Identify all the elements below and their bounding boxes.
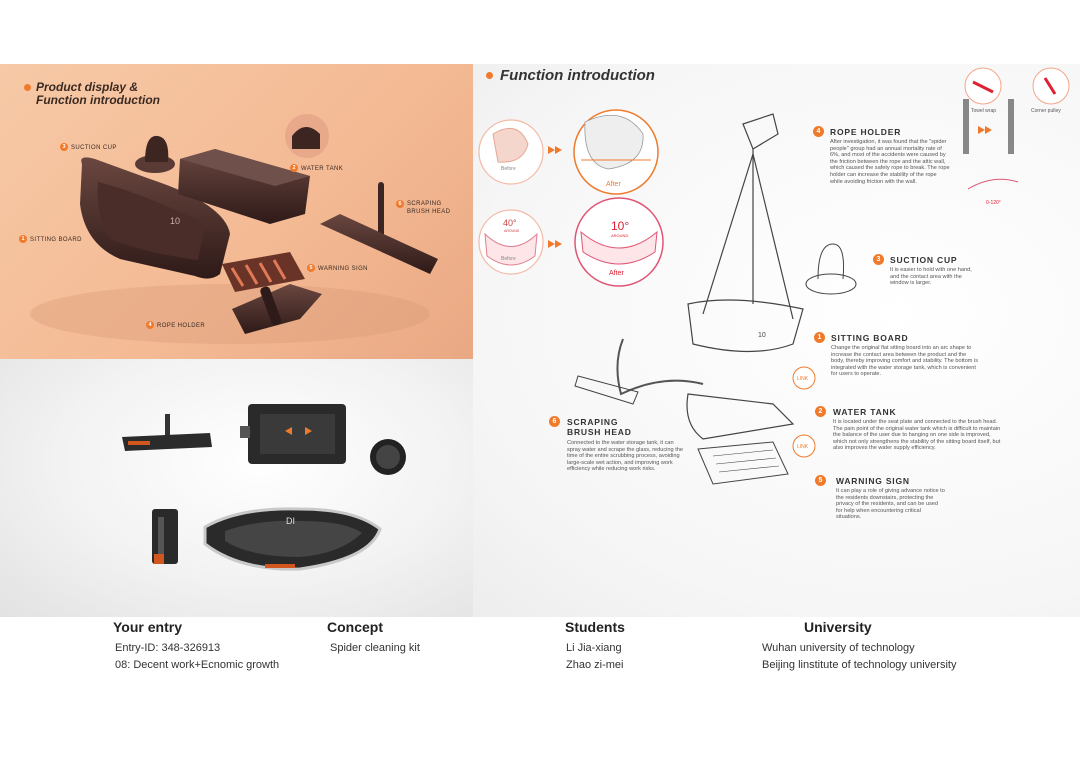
footer-concept-line1: Spider cleaning kit <box>330 642 420 654</box>
footer-entry-heading: Your entry <box>113 619 182 635</box>
diagram-angle-1-sub: AROUND <box>504 229 520 233</box>
label-scraping: SCRAPING <box>407 201 442 207</box>
label-num-water-tank: 2 <box>290 164 298 172</box>
render-seat-mark: DI <box>286 516 295 526</box>
section-num-scraping-brush: 6 <box>549 416 560 427</box>
diagram-angle-2-sub: AROUND <box>611 233 628 238</box>
function-diagram: Before After 40° AROUND Before 10° AROUN… <box>478 67 1070 485</box>
label-num-warning-sign: 5 <box>307 264 315 272</box>
section-num-suction-cup: 3 <box>873 254 884 265</box>
bullet-dot <box>486 72 493 79</box>
diagram-before-1: Before <box>501 166 516 172</box>
product-display-title-line1: Product display & <box>36 80 139 94</box>
section-body-scraping-brush: Connected to the water storage tank, it … <box>567 440 683 473</box>
product-render-panel <box>0 359 473 617</box>
diagram-link-2: LINK <box>797 444 809 450</box>
footer-student-1: Li Jia-xiang <box>566 642 622 654</box>
section-num-water-tank: 2 <box>815 406 826 417</box>
diagram-angle-2: 10° <box>611 219 629 233</box>
footer-entry-line1: Entry-ID: 348-326913 <box>115 642 221 654</box>
function-introduction-title: Function introduction <box>500 67 655 84</box>
diagram-corner-pulley: Corner pulley <box>1031 108 1061 114</box>
section-title-sitting-board: SITTING BOARD <box>831 333 909 343</box>
footer-university-2: Beijing linstitute of technology univers… <box>762 659 957 671</box>
footer-university-1: Wuhan university of technology <box>762 642 915 654</box>
sitting-board-mark: 10 <box>170 216 180 226</box>
diagram-before-2: Before <box>501 256 516 262</box>
label-suction-cup: SUCTION CUP <box>71 145 117 151</box>
diagram-angle-range: 0-120° <box>986 200 1001 206</box>
section-body-rope-holder: After investigation, it was found that t… <box>830 139 950 185</box>
diagram-after-2: After <box>609 270 624 277</box>
section-title-warning-sign: WARNING SIGN <box>836 476 910 486</box>
warning-sign-stripes <box>222 252 305 292</box>
label-brush-head: BRUSH HEAD <box>407 209 451 215</box>
diagram-link-1: LINK <box>797 376 809 382</box>
section-body-water-tank: It is located under the seat plate and c… <box>833 419 1001 452</box>
section-num-rope-holder: 4 <box>813 126 824 137</box>
label-warning-sign: WARNING SIGN <box>318 266 368 272</box>
label-num-sitting-board: 1 <box>19 235 27 243</box>
section-num-warning-sign: 5 <box>815 475 826 486</box>
diagram-after-1: After <box>606 181 621 188</box>
section-title-brush-head: BRUSH HEAD <box>567 427 632 437</box>
footer-student-2: Zhao zi-mei <box>566 659 624 671</box>
label-num-suction-cup: 3 <box>60 143 68 151</box>
diagram-seat-mark: 10 <box>758 332 766 339</box>
label-water-tank: WATER TANK <box>301 166 344 172</box>
diagram-towel-wrap: Towel wrap <box>971 108 996 114</box>
label-rope-holder: ROPE HOLDER <box>157 323 206 329</box>
section-title-rope-holder: ROPE HOLDER <box>830 127 902 137</box>
bullet-dot <box>24 84 31 91</box>
label-sitting-board: SITTING BOARD <box>30 237 82 243</box>
section-body-sitting-board: Change the original flat sitting board i… <box>831 345 979 378</box>
section-body-warning-sign: It can play a role of giving advance not… <box>836 488 945 521</box>
product-display-title-line2: Function introduction <box>36 93 160 107</box>
section-body-suction-cup: It is easier to hold with one hand, and … <box>890 267 972 287</box>
footer-concept-heading: Concept <box>327 619 383 635</box>
section-title-water-tank: WATER TANK <box>833 407 897 417</box>
diagram-angle-1: 40° <box>503 218 517 228</box>
section-title-suction-cup: SUCTION CUP <box>890 255 958 265</box>
footer-university-heading: University <box>804 619 872 635</box>
label-num-scraping: 6 <box>396 200 404 208</box>
section-num-sitting-board: 1 <box>814 332 825 343</box>
label-num-rope-holder: 4 <box>146 321 154 329</box>
footer-entry-line2: 08: Decent work+Ecnomic growth <box>115 659 280 671</box>
footer-students-heading: Students <box>565 619 625 635</box>
section-title-scraping: SCRAPING <box>567 417 619 427</box>
exploded-product-illustration: 10 <box>30 114 438 344</box>
product-render-illustration: DI <box>122 404 406 571</box>
